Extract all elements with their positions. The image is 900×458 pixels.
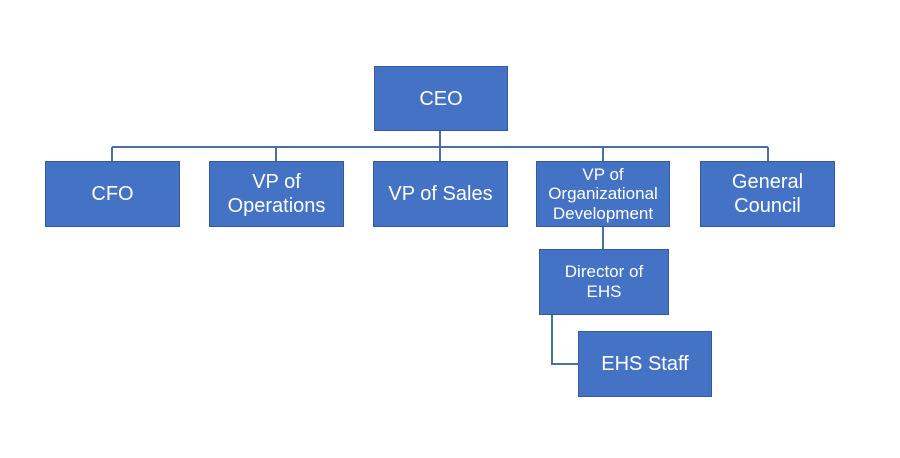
node-director-ehs: Director of EHS — [539, 249, 669, 315]
node-vp-sales: VP of Sales — [373, 161, 508, 227]
node-cfo: CFO — [45, 161, 180, 227]
node-ceo: CEO — [374, 66, 508, 131]
node-general-council: General Council — [700, 161, 835, 227]
node-vp-operations: VP of Operations — [209, 161, 344, 227]
connector-ehs-staff — [551, 315, 578, 365]
node-vp-org-dev: VP of Organizational Development — [536, 161, 670, 227]
node-ehs-staff: EHS Staff — [578, 331, 712, 397]
